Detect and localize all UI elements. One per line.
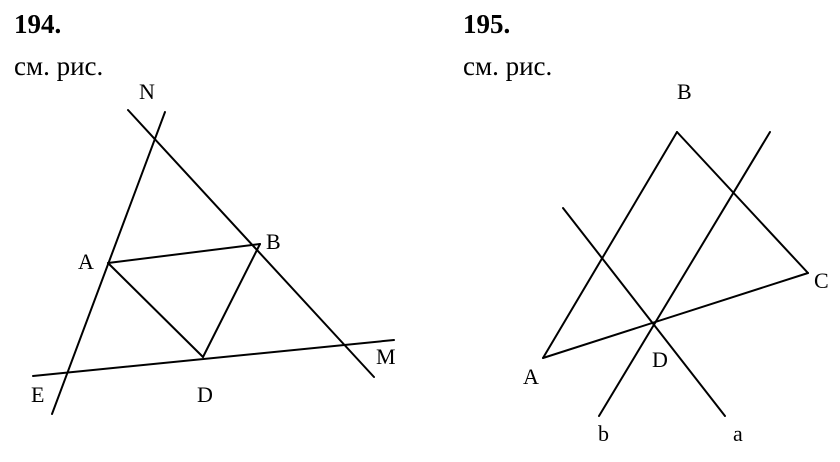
figure-195: B C A D b a	[523, 79, 829, 446]
point-label-m: M	[376, 344, 396, 369]
point-label-e: E	[31, 382, 44, 407]
problem-194-heading: 194. см. рис.	[14, 9, 103, 81]
segment-a-b	[542, 131, 678, 359]
point-label-a: A	[78, 249, 94, 274]
point-label-d: D	[652, 347, 668, 372]
segment-a-d	[107, 262, 204, 358]
problem-195-heading: 195. см. рис.	[463, 9, 552, 81]
line-n-m	[127, 109, 375, 378]
segment-a-c	[542, 272, 809, 359]
problem-note: см. рис.	[463, 51, 553, 81]
line-label-a: a	[733, 421, 743, 446]
point-label-n: N	[139, 79, 155, 104]
figure-194: N A B M E D	[31, 79, 396, 415]
line-e-m	[32, 339, 395, 377]
problem-number: 194.	[14, 9, 62, 39]
point-label-b: B	[266, 229, 281, 254]
point-label-b: B	[677, 79, 692, 104]
segment-a-b	[107, 243, 261, 264]
line-label-b: b	[598, 421, 609, 446]
point-label-d: D	[197, 382, 213, 407]
problem-number: 195.	[463, 9, 511, 39]
problem-note: см. рис.	[14, 51, 104, 81]
point-label-a: A	[523, 364, 539, 389]
point-label-c: C	[814, 268, 829, 293]
line-a	[562, 207, 726, 417]
line-b	[598, 131, 771, 417]
segment-d-b	[202, 243, 261, 358]
segment-b-c	[676, 131, 809, 274]
